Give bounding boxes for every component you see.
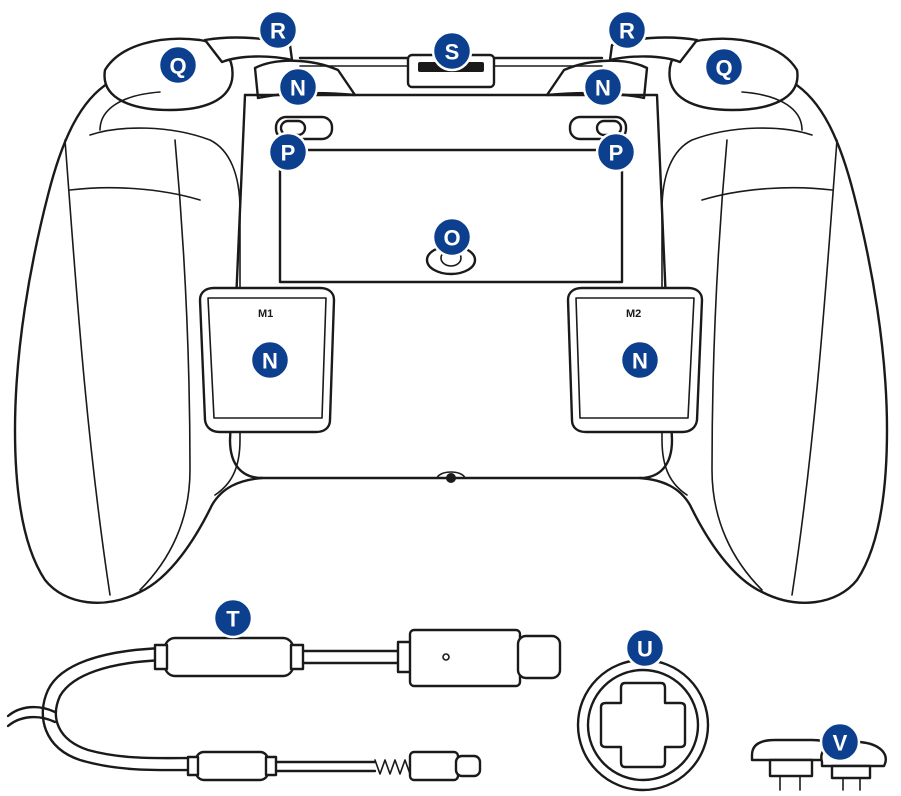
- svg-text:N: N: [595, 76, 611, 101]
- svg-text:N: N: [262, 349, 278, 374]
- svg-text:R: R: [619, 19, 635, 44]
- svg-text:N: N: [290, 76, 306, 101]
- callout-r-left: R: [257, 9, 299, 51]
- svg-text:P: P: [609, 141, 624, 166]
- callout-t: T: [212, 597, 254, 639]
- callout-s: S: [431, 30, 473, 72]
- thumbstick-caps: [750, 738, 887, 791]
- callout-u: U: [624, 627, 666, 669]
- svg-text:O: O: [443, 226, 460, 251]
- paddle-label-right: M2: [626, 308, 641, 320]
- callout-o: O: [431, 216, 473, 258]
- dpad-ring: [576, 658, 710, 792]
- svg-text:S: S: [445, 40, 460, 65]
- svg-text:P: P: [281, 141, 296, 166]
- callout-n-top-left: N: [277, 66, 319, 108]
- svg-text:T: T: [226, 607, 240, 632]
- svg-text:R: R: [270, 19, 286, 44]
- callout-q-left: Q: [157, 44, 199, 86]
- paddle-label-left: M1: [258, 308, 273, 320]
- svg-text:Q: Q: [715, 56, 732, 81]
- callout-q-right: Q: [703, 46, 745, 88]
- callout-n-paddle-right: N: [619, 339, 661, 381]
- controller-back: M1 M2: [13, 36, 889, 604]
- usb-cable: [6, 628, 562, 782]
- callout-p-right: P: [595, 131, 637, 173]
- callout-n-top-right: N: [582, 66, 624, 108]
- callout-r-right: R: [606, 9, 648, 51]
- svg-text:V: V: [833, 731, 848, 756]
- svg-text:U: U: [637, 637, 653, 662]
- callout-p-left: P: [267, 131, 309, 173]
- callout-n-paddle-left: N: [249, 339, 291, 381]
- svg-text:Q: Q: [169, 54, 186, 79]
- callout-v: V: [819, 721, 861, 763]
- svg-text:N: N: [632, 349, 648, 374]
